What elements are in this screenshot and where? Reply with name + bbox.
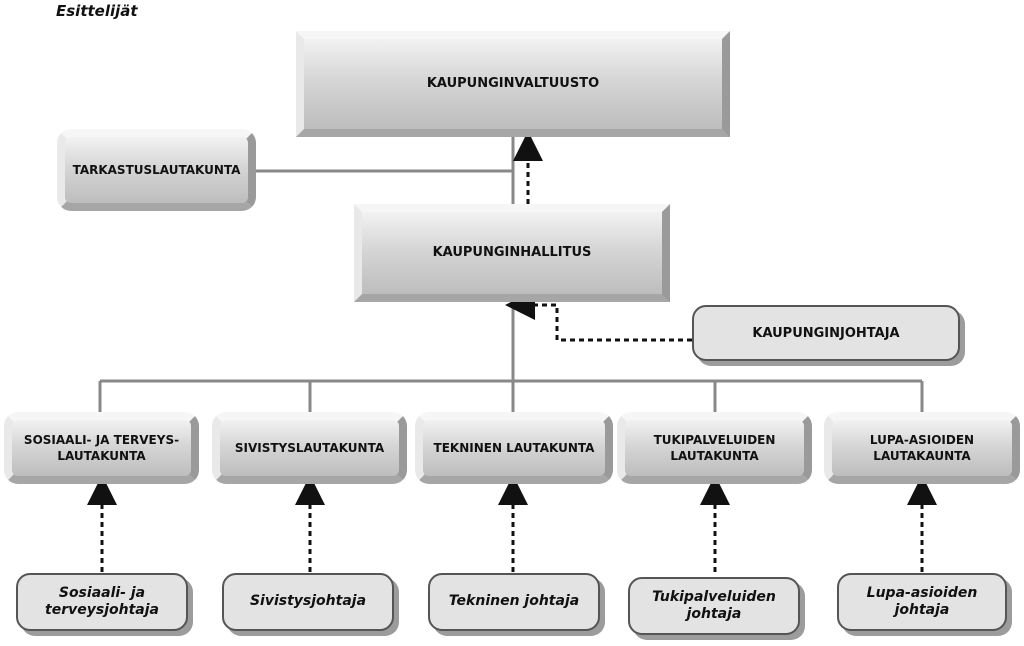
committee-label-line1: LUPA-ASIOIDEN bbox=[869, 432, 975, 447]
city-board-box: KAUPUNGINHALLITUS bbox=[354, 204, 670, 302]
committee-label-line1: TEKNINEN LAUTAKUNTA bbox=[433, 440, 595, 455]
officer-label-line1: Sivistysjohtaja bbox=[249, 593, 367, 610]
audit-committee-box: TARKASTUSLAUTAKUNTA bbox=[57, 129, 256, 211]
officer-label-line1: Tekninen johtaja bbox=[448, 593, 580, 610]
officer-label-line1: Sosiaali- ja bbox=[58, 584, 146, 601]
officer-label-line2: terveysjohtaja bbox=[45, 602, 159, 618]
city-board-label: KAUPUNGINHALLITUS bbox=[432, 245, 592, 261]
officer-label-line1: Tukipalveluiden bbox=[652, 588, 776, 605]
audit-committee-label: TARKASTUSLAUTAKUNTA bbox=[72, 162, 241, 177]
mayor-label: KAUPUNGINJOHTAJA bbox=[752, 325, 900, 341]
committee-box: TEKNINEN LAUTAKUNTA bbox=[415, 412, 613, 484]
committee-label-line1: SIVISTYSLAUTAKUNTA bbox=[234, 440, 385, 455]
diagram-heading: Esittelijät bbox=[56, 2, 138, 20]
committee-box: SIVISTYSLAUTAKUNTA bbox=[212, 412, 407, 484]
officer-box: Sivistysjohtaja bbox=[222, 573, 394, 631]
officer-box: Tekninen johtaja bbox=[428, 573, 600, 631]
committee-label-line2: LAUTAKUNTA bbox=[670, 449, 759, 463]
officer-label-line1: Lupa-asioiden bbox=[866, 584, 978, 601]
officer-label-line2: johtaja bbox=[686, 606, 742, 622]
officer-label-line2: johtaja bbox=[894, 602, 950, 618]
council-label: KAUPUNGINVALTUUSTO bbox=[426, 76, 600, 92]
mayor-box: KAUPUNGINJOHTAJA bbox=[692, 305, 960, 361]
mayor-to-board-arrow bbox=[505, 290, 692, 342]
committee-label-line1: TUKIPALVELUIDEN bbox=[653, 432, 776, 447]
committee-label-line2: LAUTAKAUNTA bbox=[873, 449, 971, 463]
committee-box: TUKIPALVELUIDEN LAUTAKUNTA bbox=[617, 412, 812, 484]
committee-label-line1: SOSIAALI- JA TERVEYS- bbox=[23, 432, 180, 447]
committee-box: LUPA-ASIOIDEN LAUTAKAUNTA bbox=[824, 412, 1020, 484]
committee-label-line2: LAUTAKUNTA bbox=[57, 449, 146, 463]
council-box: KAUPUNGINVALTUUSTO bbox=[296, 31, 730, 137]
committee-box: SOSIAALI- JA TERVEYS- LAUTAKUNTA bbox=[4, 412, 199, 484]
